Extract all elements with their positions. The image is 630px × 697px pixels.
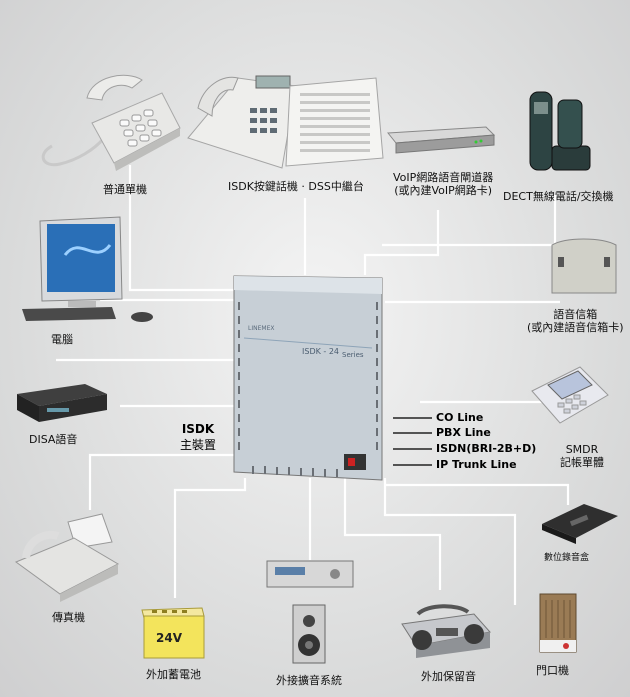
voicemail-box-icon [551,238,617,294]
voicemail-label-line1: 語音信箱 [553,308,598,321]
smdr-label-line2: 記帳單體 [560,456,604,469]
digital-recorder-label: 數位錄音盒 [544,553,590,563]
dect-phone-label: DECT無線電話/交換機 [503,190,614,203]
pbx-line-label: PBX Line [436,426,491,439]
amplifier-speaker-icon [266,560,354,664]
voip-gateway-label: VoIP網路語音閘道器 (或內建VoIP網路卡) [393,171,493,197]
analog-phone-label: 普通單機 [103,183,147,196]
battery-label: 外加蓄電池 [146,668,201,681]
main-unit-brand: LINEMEX [248,325,274,332]
analog-phone-icon [41,74,181,171]
dect-phone-icon [529,91,591,171]
battery-icon: 24V [141,607,205,659]
main-unit-model: ISDK - 24 [302,347,339,356]
main-unit-label: ISDK 主裝置 [180,421,216,453]
voicemail-label-line2: (或內建語音信箱卡) [527,321,624,334]
smdr-label: SMDR 記帳單體 [560,443,604,469]
isdk-main-unit: LINEMEX ISDK - 24 Series [233,275,383,481]
voicemail-label: 語音信箱 (或內建語音信箱卡) [527,308,624,334]
fax-machine-icon [14,513,120,602]
isdn-line-label: ISDN(BRI-2B+D) [436,442,537,455]
main-unit-series: Series [342,351,364,359]
isdk-keyphone-label: ISDK按鍵話機 · DSS中繼台 [228,180,364,193]
smdr-label-line1: SMDR [565,443,599,456]
disa-label: DISA語音 [29,433,78,446]
computer-icon [22,216,153,322]
voip-gateway-icon [387,126,496,154]
smdr-unit-icon [531,366,609,424]
music-on-hold-icon [401,604,491,658]
ip-trunk-line-label: IP Trunk Line [436,458,517,471]
fax-label: 傳真機 [52,611,85,624]
disa-unit-icon [17,384,107,422]
computer-label: 電腦 [51,333,73,346]
isdk-keyphone-dss-icon [187,75,384,169]
door-phone-icon [539,593,577,653]
amplifier-label: 外接擴音系統 [276,674,342,687]
battery-voltage: 24V [156,631,183,645]
voip-label-line1: VoIP網路語音閘道器 [393,171,494,184]
digital-recorder-icon [542,504,618,544]
voip-label-line2: (或內建VoIP網路卡) [394,184,493,197]
co-line-label: CO Line [436,411,484,424]
main-unit-label-line2: 主裝置 [180,438,217,452]
music-on-hold-label: 外加保留音 [421,670,476,683]
door-phone-label: 門口機 [536,664,569,677]
main-unit-label-line1: ISDK [181,422,215,436]
